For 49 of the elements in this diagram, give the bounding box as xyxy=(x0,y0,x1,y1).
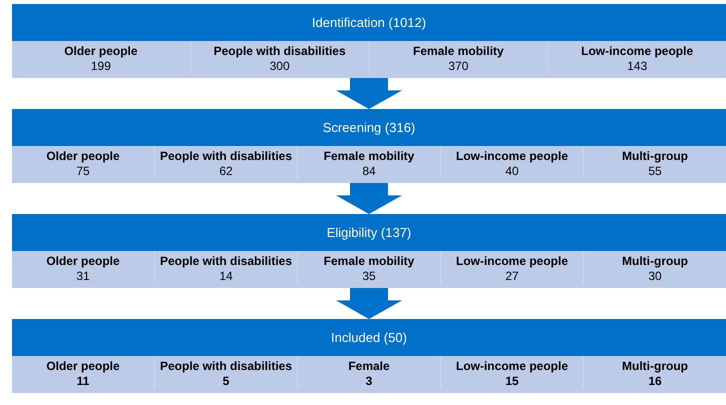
stage-header: Screening (316) xyxy=(12,109,726,146)
stage-panel xyxy=(12,319,726,393)
stage-header: Included (50) xyxy=(12,319,726,356)
count-value: 14 xyxy=(219,269,233,284)
category-name: Multi-group xyxy=(622,149,688,164)
category-name: Female mobility xyxy=(413,44,504,59)
count-value: 3 xyxy=(366,374,372,389)
category-name: People with disabilities xyxy=(160,149,292,164)
count-value: 370 xyxy=(448,59,468,74)
stage-panel xyxy=(12,109,726,183)
count-value: 62 xyxy=(219,164,233,179)
count-value: 199 xyxy=(90,59,111,74)
count-value: 5 xyxy=(222,374,230,389)
count-value: 75 xyxy=(76,164,90,179)
count-value: 16 xyxy=(648,374,662,389)
stage-panel xyxy=(12,4,726,78)
count-value: 55 xyxy=(648,164,662,179)
category-name: Multi-group xyxy=(622,359,688,374)
count-value: 40 xyxy=(505,164,519,179)
count-value: 84 xyxy=(362,164,376,179)
category-name: Low-income people xyxy=(581,44,694,59)
count-value: 30 xyxy=(648,269,662,284)
stage-header: Eligibility (137) xyxy=(12,214,726,251)
category-name: Low-income people xyxy=(456,254,568,269)
category-name: Multi-group xyxy=(622,254,688,269)
category-name: Older people xyxy=(46,149,120,164)
category-name: Older people xyxy=(46,359,120,374)
count-value: 143 xyxy=(627,59,648,74)
count-value: 11 xyxy=(76,374,90,389)
arrow xyxy=(336,183,402,214)
category-name: People with disabilities xyxy=(214,44,346,59)
category-name: People with disabilities xyxy=(160,254,292,269)
count-value: 35 xyxy=(362,269,376,284)
category-name: Female xyxy=(348,359,390,374)
count-value: 300 xyxy=(270,59,290,74)
category-name: Low-income people xyxy=(456,149,568,164)
category-name: People with disabilities xyxy=(160,359,292,374)
count-value: 27 xyxy=(505,269,519,284)
category-name: Female mobility xyxy=(324,254,414,269)
arrow xyxy=(336,288,402,319)
category-name: Low-income people xyxy=(456,359,568,374)
count-value: 15 xyxy=(505,374,519,389)
stage-header: Identification (1012) xyxy=(12,4,726,41)
category-name: Female mobility xyxy=(324,149,414,164)
arrow xyxy=(336,78,402,109)
category-name: Older people xyxy=(46,254,120,269)
count-value: 31 xyxy=(76,269,90,284)
category-name: Older people xyxy=(64,44,138,59)
stage-panel xyxy=(12,214,726,288)
